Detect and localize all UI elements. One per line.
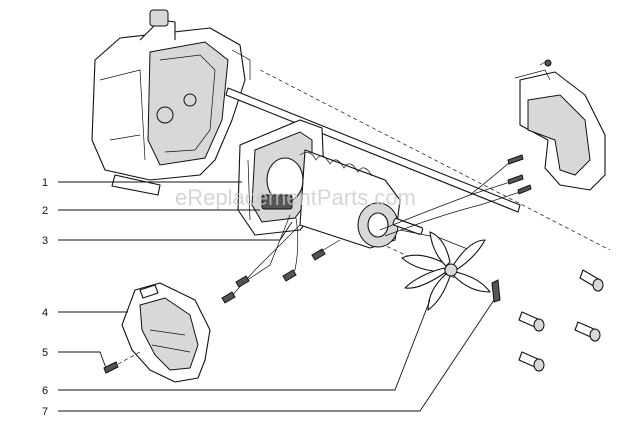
- fan-screw: [491, 279, 501, 303]
- front-shroud: [121, 282, 211, 383]
- fan: [401, 231, 491, 311]
- callout-1: 1: [42, 177, 48, 189]
- callout-labels: 1 2 3 4 5 6 7: [42, 177, 48, 418]
- shroud-screw: [103, 351, 141, 374]
- callout-7: 7: [42, 406, 48, 418]
- callout-2: 2: [42, 205, 48, 217]
- leader-lines: [58, 181, 495, 412]
- wire-leads: [221, 154, 532, 304]
- callout-4: 4: [42, 307, 48, 319]
- callout-3: 3: [42, 235, 48, 247]
- motor-housing: [91, 9, 251, 196]
- motor-frame: [237, 119, 326, 236]
- rear-shroud: [514, 59, 606, 191]
- armature: [299, 149, 424, 249]
- screws-right: [518, 269, 604, 372]
- callout-5: 5: [42, 347, 48, 359]
- watermark: eReplacementParts.com: [175, 185, 416, 210]
- callout-6: 6: [42, 385, 48, 397]
